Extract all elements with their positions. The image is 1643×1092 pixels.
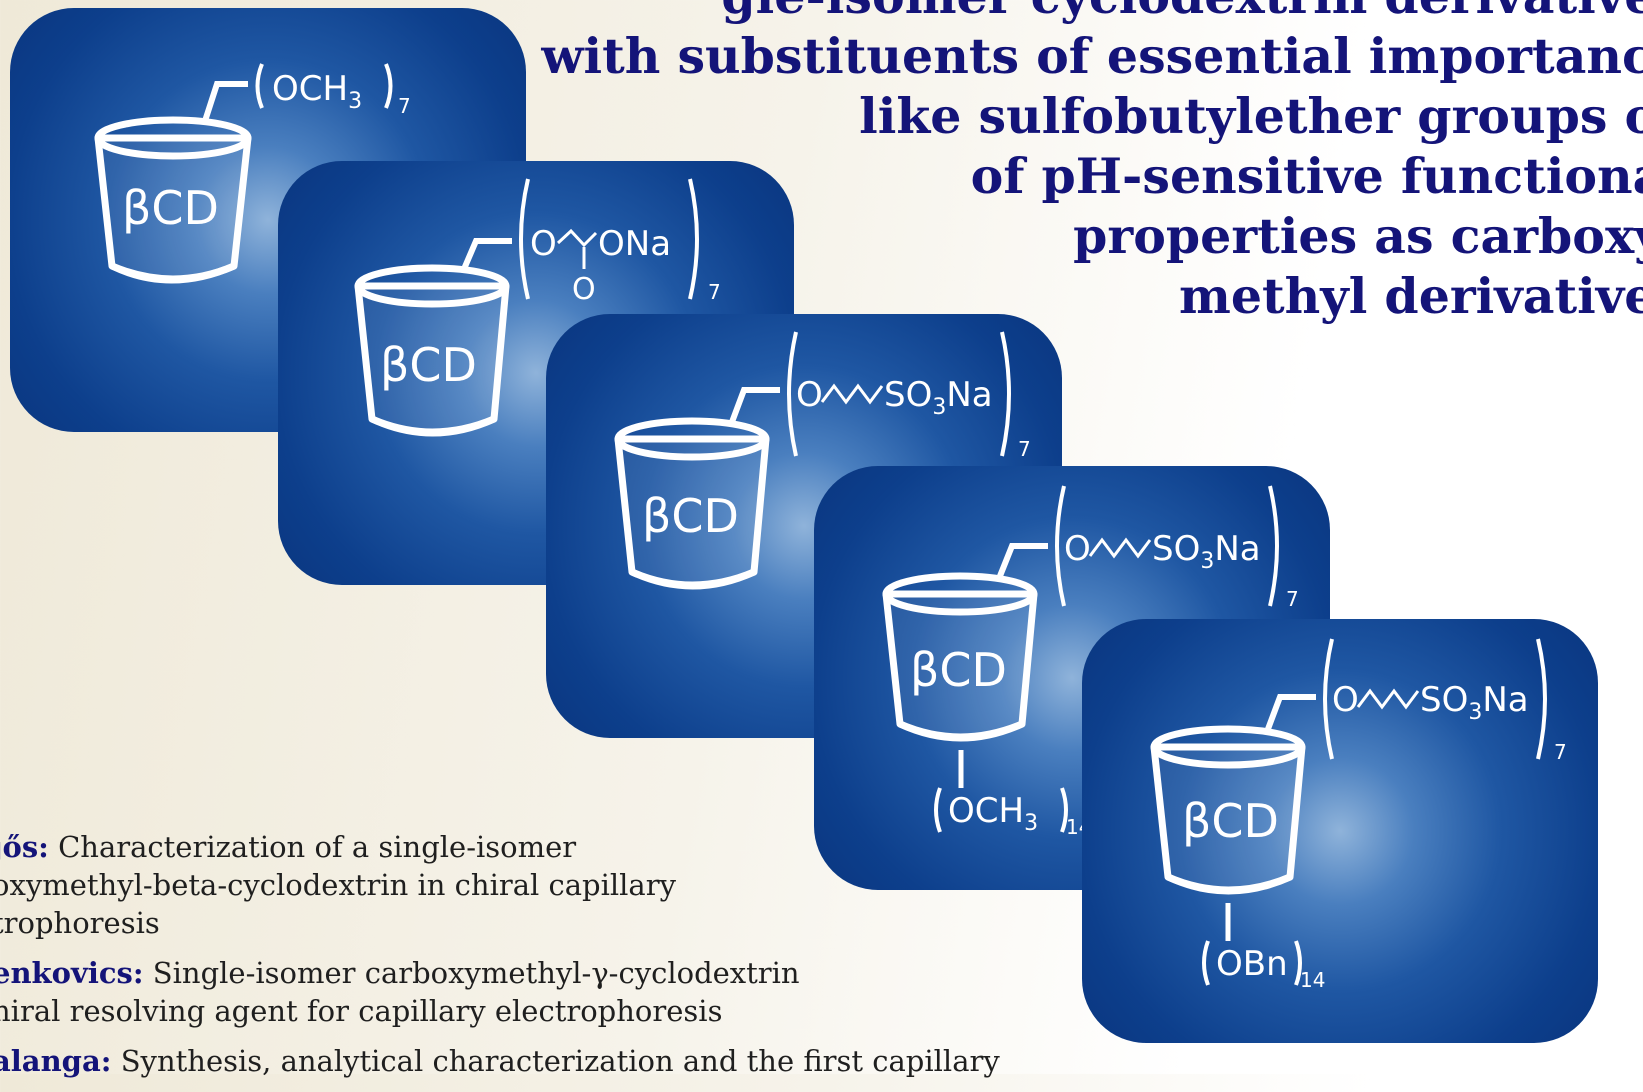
right-bracket	[688, 178, 699, 300]
butyl-chain	[1088, 537, 1152, 559]
headline-line-4: of pH-sensitive functional	[970, 147, 1643, 205]
reference-text-cont: trophoresis	[0, 906, 160, 940]
right-bracket	[1536, 638, 1547, 760]
ether-oxygen: O	[1332, 680, 1359, 720]
headline-line-5: properties as carboxy-	[1073, 207, 1643, 265]
repeat-count: 7	[1286, 587, 1299, 611]
reference-text-cont: oxymethyl-beta-cyclodextrin in chiral ca…	[0, 868, 676, 902]
cup-label: βCD	[910, 643, 1007, 697]
headline-line-2: with substituents of essential importanc…	[541, 27, 1643, 85]
card-sulfobutyl-benzyl: βCD O SO3Na 7 OBn 14	[1082, 619, 1598, 1043]
linker-bond	[1265, 694, 1316, 731]
reference-item: jős: Characterization of a single-isomer…	[0, 828, 1102, 942]
left-bracket	[519, 178, 530, 300]
left-bracket	[1055, 485, 1066, 607]
structure-diagram: βCD O SO3Na 7	[614, 331, 1031, 590]
linker-bond	[461, 238, 512, 271]
cup-label: βCD	[642, 489, 739, 543]
svg-text:SO3Na: SO3Na	[1420, 680, 1529, 725]
sulfonate-text: SO	[1152, 529, 1200, 569]
reference-text: Single-isomer carboxymethyl-γ-cyclodextr…	[152, 956, 800, 990]
sulfonate-subscript: 3	[1468, 700, 1482, 725]
cup-label: βCD	[122, 181, 219, 235]
sulfonate-subscript: 3	[1200, 549, 1214, 574]
reference-author: alanga:	[0, 1044, 112, 1078]
carbon-chain	[556, 228, 598, 248]
structure-diagram: βCD OCH3 7	[94, 63, 411, 284]
counterion-text: Na	[1214, 529, 1260, 569]
ether-oxygen: O	[1064, 529, 1091, 569]
counterion-text: Na	[946, 375, 992, 415]
butyl-chain	[1356, 688, 1420, 710]
sodium-carboxylate: ONa	[598, 224, 671, 264]
left-bracket	[1323, 638, 1334, 760]
left-bracket	[255, 63, 264, 109]
lower-right-bracket	[1060, 787, 1068, 833]
reference-text-cont: hiral resolving agent for capillary elec…	[0, 994, 723, 1028]
headline-line-6: methyl derivatives	[1179, 267, 1643, 325]
headline: gle-isomer cyclodextrin derivatives with…	[541, 0, 1643, 326]
repeat-count: 7	[1018, 437, 1031, 461]
reference-item: alanga: Synthesis, analytical characteri…	[0, 1042, 1102, 1080]
group-subscript: 3	[348, 89, 362, 114]
lower-left-bracket	[1202, 940, 1210, 986]
cup-icon	[354, 264, 510, 437]
svg-text:SO3Na: SO3Na	[884, 375, 993, 420]
lower-right-bracket	[1294, 940, 1302, 986]
cup-icon	[94, 116, 252, 284]
cup-icon	[614, 417, 770, 590]
right-bracket	[1268, 485, 1279, 607]
counterion-text: Na	[1482, 680, 1528, 720]
structure-diagram: βCD O SO3Na 7 OBn 14	[1150, 638, 1567, 992]
repeat-count: 7	[1554, 740, 1567, 764]
structure-diagram: βCD O O ONa 7	[354, 178, 721, 437]
lower-group-text: OBn	[1216, 944, 1288, 984]
repeat-count: 7	[398, 94, 411, 118]
cup-label: βCD	[1182, 794, 1279, 848]
ether-oxygen: O	[530, 224, 557, 264]
carbonyl-oxygen: O	[572, 272, 596, 307]
right-bracket	[384, 63, 393, 109]
butyl-chain	[820, 383, 884, 405]
right-bracket	[1000, 331, 1011, 457]
group-text: OCH	[272, 69, 348, 109]
sulfonate-text: SO	[884, 375, 932, 415]
reference-item: enkovics: Single-isomer carboxymethyl-γ-…	[0, 954, 1102, 1030]
repeat-count: 7	[708, 280, 721, 304]
left-bracket	[787, 331, 798, 457]
sulfonate-text: SO	[1420, 680, 1468, 720]
svg-text:SO3Na: SO3Na	[1152, 529, 1261, 574]
linker-bond	[729, 387, 780, 424]
linker-bond	[202, 81, 248, 122]
ether-oxygen: O	[796, 375, 823, 415]
reference-text: Synthesis, analytical characterization a…	[120, 1044, 1000, 1078]
lower-repeat-count: 14	[1300, 968, 1325, 992]
sulfonate-subscript: 3	[932, 395, 946, 420]
cup-label: βCD	[380, 338, 477, 392]
reference-author: jős:	[0, 830, 49, 864]
headline-line-1: gle-isomer cyclodextrin derivatives	[541, 0, 1643, 26]
svg-text:OCH3: OCH3	[948, 791, 1038, 836]
svg-text:OCH3: OCH3	[272, 69, 362, 114]
lower-left-bracket	[934, 787, 942, 833]
reference-list: jős: Characterization of a single-isomer…	[0, 828, 1102, 1092]
linker-bond	[997, 543, 1048, 578]
cup-icon	[882, 572, 1038, 742]
headline-line-3: like sulfobutylether groups or	[859, 87, 1643, 145]
lower-group-text: OCH	[948, 791, 1024, 831]
reference-text: Characterization of a single-isomer	[58, 830, 577, 864]
reference-author: enkovics:	[0, 956, 144, 990]
cup-icon	[1150, 725, 1306, 895]
lower-group-subscript: 3	[1024, 811, 1038, 836]
structure-diagram: βCD O SO3Na 7 OCH3 14	[882, 485, 1299, 839]
